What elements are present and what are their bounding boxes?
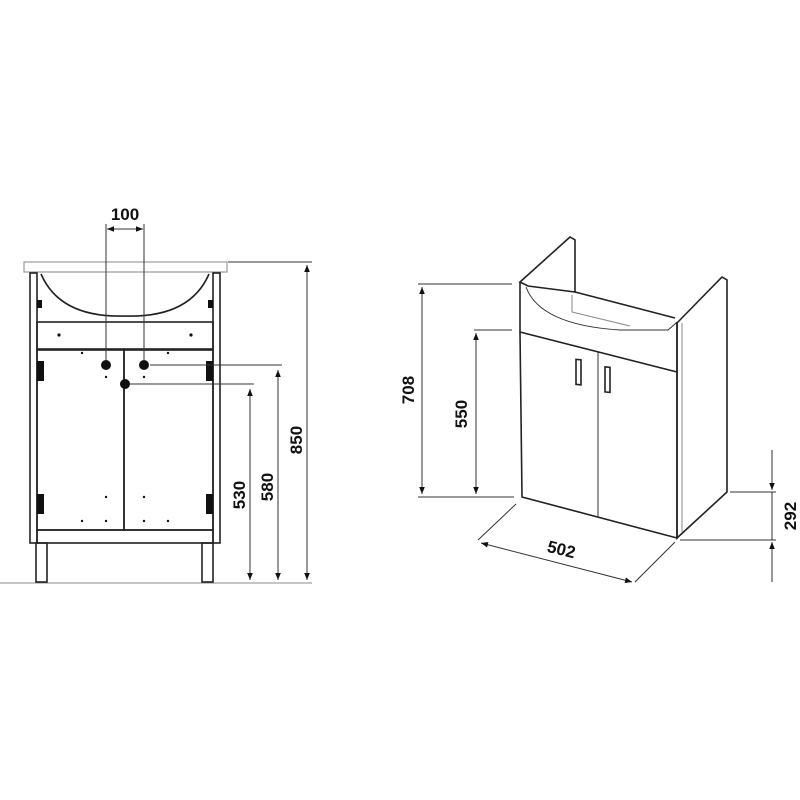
dimension-label-708: 708 — [399, 376, 418, 404]
right-side-panel-iso — [676, 275, 728, 540]
basin-curve — [40, 273, 210, 317]
back-panel-iso — [574, 291, 676, 319]
drain-hole — [120, 379, 130, 389]
tap-hole-left — [101, 360, 111, 370]
left-leg — [35, 542, 48, 583]
basin-iso — [525, 286, 678, 331]
dimension-label-580: 580 — [258, 473, 277, 501]
dimension-580: 580 — [150, 364, 282, 580]
dimension-label-550: 550 — [452, 400, 471, 428]
dimension-label-850: 850 — [287, 426, 306, 454]
dimension-label-100: 100 — [111, 205, 139, 224]
right-leg — [201, 542, 214, 583]
dimension-label-530: 530 — [230, 481, 249, 509]
dimension-292: 292 — [680, 450, 800, 582]
dimension-label-502: 502 — [545, 537, 577, 562]
handle-right — [604, 366, 611, 394]
basin-top — [23, 261, 228, 273]
dimension-label-292: 292 — [781, 502, 800, 530]
left-side-panel — [29, 272, 38, 544]
left-door — [36, 349, 125, 531]
front-face-iso — [519, 331, 678, 540]
handle-left — [575, 358, 582, 386]
dimension-708: 708 — [399, 283, 514, 498]
screw-dots — [80, 351, 170, 523]
dimension-530: 530 — [130, 383, 254, 580]
iso-view: 708 550 502 292 — [399, 236, 800, 583]
plinth — [36, 529, 214, 544]
dimension-100: 100 — [105, 205, 145, 360]
top-rail — [36, 321, 214, 350]
dimension-850: 850 — [228, 261, 312, 580]
dimension-502: 502 — [477, 503, 676, 583]
hinges — [37, 300, 213, 514]
dimension-550: 550 — [452, 329, 512, 494]
left-side-panel-iso — [518, 236, 576, 293]
right-door — [123, 349, 214, 531]
front-view: 100 850 580 530 — [0, 205, 312, 584]
tap-hole-right — [139, 360, 149, 370]
right-side-panel — [212, 272, 221, 544]
basin-inner-iso — [571, 295, 631, 327]
